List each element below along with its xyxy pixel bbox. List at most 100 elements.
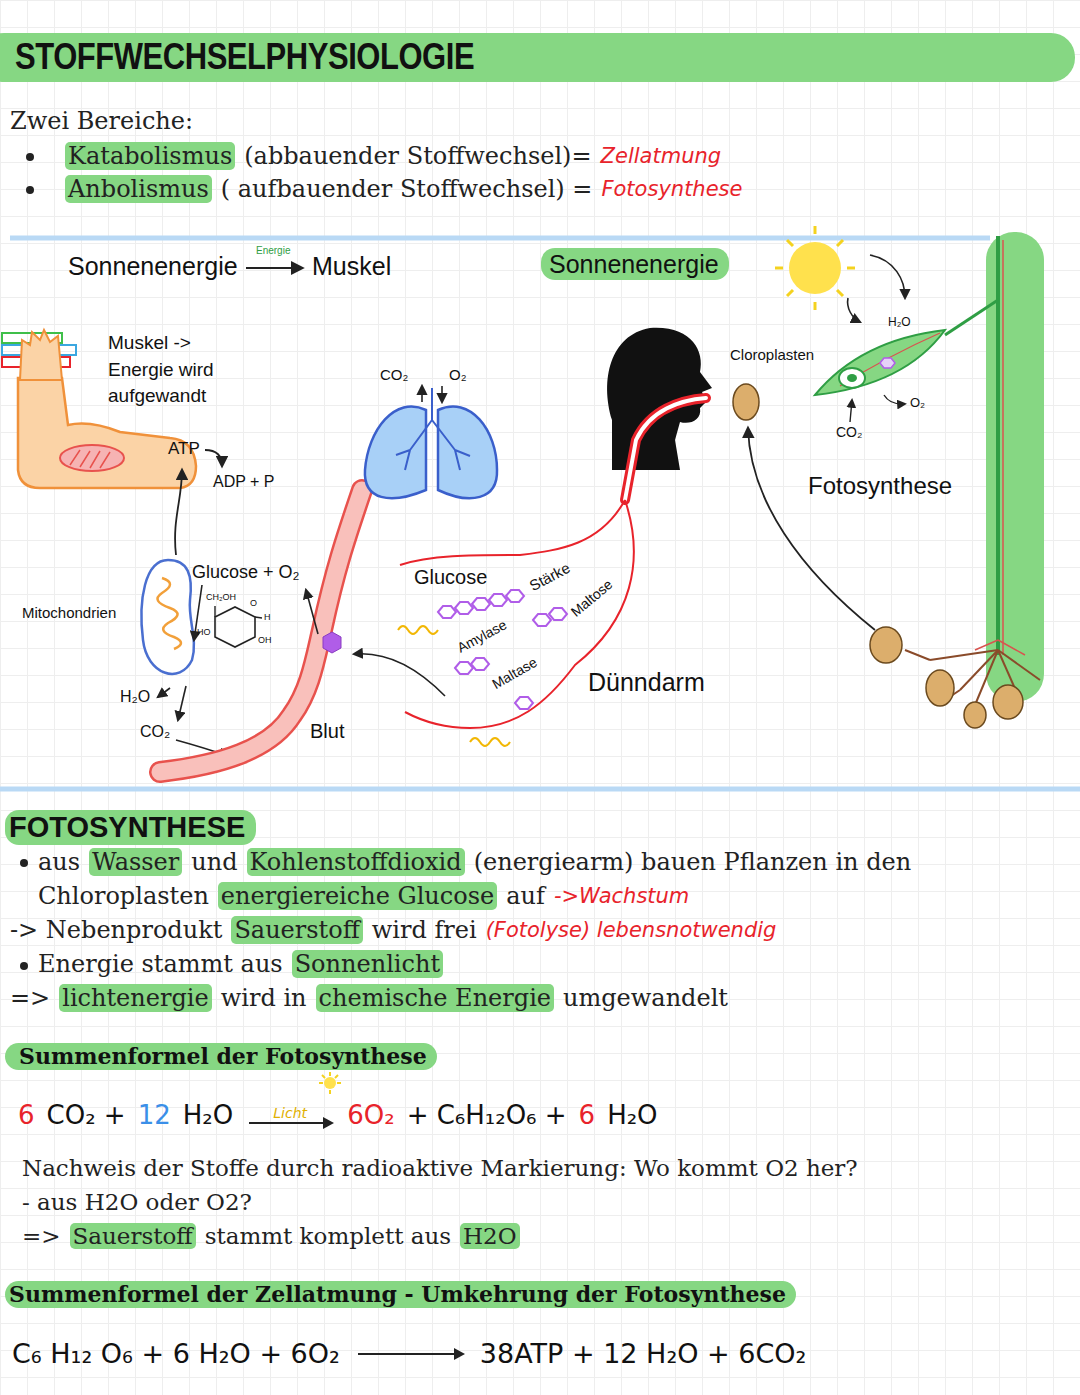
text-line: =>lichtenergiewird inchemische Energieum… xyxy=(10,984,728,1012)
drawing-path xyxy=(515,697,533,709)
drawing-path xyxy=(438,606,456,618)
drawing-g xyxy=(319,1072,341,1094)
page-title: STOFFWECHSELPHYSIOLOGIE xyxy=(15,36,474,78)
drawing-line xyxy=(1002,240,1004,655)
label-text: CO₂ xyxy=(836,424,862,440)
drawing-path xyxy=(471,658,489,670)
drawing-path xyxy=(549,608,567,620)
label-text: Mitochondrien xyxy=(22,604,116,621)
label-text: Katabolismus xyxy=(65,142,235,170)
label-text: + C₆H₁₂O₆ + xyxy=(407,1100,567,1130)
drawing-path xyxy=(158,578,182,649)
drawing-line xyxy=(775,267,783,270)
label-text: C₆ H₁₂ O₆ + 6 H₂O + 6O₂ xyxy=(12,1338,340,1369)
drawing-path xyxy=(470,738,510,746)
drawing-line xyxy=(322,1075,325,1078)
highlight-band: Summenformel der Fotosynthese xyxy=(5,1043,437,1070)
drawing-line xyxy=(246,267,302,269)
drawing-circle xyxy=(20,962,28,970)
drawing-circle xyxy=(324,1077,336,1089)
text-line: Chloroplastenenergiereiche Glucoseauf->W… xyxy=(38,882,689,910)
drawing-ellipse xyxy=(870,627,902,663)
label-text: (Fotolyse) lebensnotwendig xyxy=(486,918,777,942)
label-text: CO₂ xyxy=(140,723,170,741)
band-text: Summenformel der Fotosynthese xyxy=(19,1043,427,1069)
drawing-path xyxy=(141,560,193,674)
drawing-path xyxy=(396,388,470,470)
label-text: CO₂ xyxy=(380,366,408,383)
drawing-rect xyxy=(0,33,1075,82)
drawing-g xyxy=(438,590,567,709)
label-text: Stärke xyxy=(526,559,572,595)
drawing-path xyxy=(365,406,426,498)
label-text: Zellatmung xyxy=(601,144,721,168)
label-text: CO₂ + xyxy=(47,1100,126,1130)
drawing-path xyxy=(354,654,445,696)
label-text: Amylase xyxy=(454,616,509,655)
label-text: - aus H2O oder O2? xyxy=(22,1189,252,1215)
label-text: 38ATP + 12 H₂O + 6CO₂ xyxy=(480,1338,807,1369)
label-text: ( aufbauender Stoffwechsel) = xyxy=(221,175,593,203)
drawing-ellipse xyxy=(847,374,857,382)
band-text: Sonnenenergie xyxy=(549,249,719,279)
drawing-path xyxy=(489,594,507,606)
label-text: 6 xyxy=(579,1100,596,1130)
drawing-path xyxy=(840,333,940,386)
drawing-path xyxy=(70,450,110,468)
drawing-ellipse xyxy=(993,685,1023,719)
label-text: Nachweis der Stoffe durch radioaktive Ma… xyxy=(22,1155,858,1181)
drawing-line xyxy=(814,226,817,234)
drawing-path xyxy=(884,395,905,404)
drawing-path xyxy=(421,386,423,402)
drawing-path xyxy=(455,602,473,614)
drawing-path xyxy=(506,590,524,602)
label-text: stammt komplett aus xyxy=(205,1223,451,1249)
label-text: Sauerstoff xyxy=(70,1223,196,1249)
label-text: Glucose + O₂ xyxy=(192,562,300,583)
drawing-path xyxy=(472,598,490,610)
label-text: (abbauender Stoffwechsel)= xyxy=(244,142,591,170)
drawing-ellipse xyxy=(839,368,865,388)
drawing-path xyxy=(815,330,945,395)
label-text: H₂O xyxy=(607,1100,657,1130)
label-text: und xyxy=(191,848,237,876)
drawing-path xyxy=(158,688,170,697)
label-text: umgewandelt xyxy=(563,984,728,1012)
label-text: H₂O xyxy=(888,316,911,330)
label-text: Sonnenlicht xyxy=(292,950,443,978)
label-text: ATP xyxy=(168,439,200,459)
drawing-line xyxy=(319,1082,323,1084)
drawing-path xyxy=(880,358,895,368)
label-text: Sonnenenergie xyxy=(68,252,238,281)
drawing-path xyxy=(205,450,222,466)
drawing-path xyxy=(398,626,438,634)
label-text: O₂ xyxy=(910,396,925,411)
drawing-path xyxy=(400,500,625,565)
label-text: Sauerstoff xyxy=(231,916,362,944)
drawing-circle xyxy=(26,186,34,194)
label-text: CH₂OH xyxy=(206,592,236,602)
drawing-path xyxy=(930,650,998,660)
arrow-shaft xyxy=(249,1122,331,1124)
text-line: Anbolismus( aufbauender Stoffwechsel) =F… xyxy=(65,175,742,203)
drawing-path xyxy=(160,490,362,772)
label-text: Fotosynthese xyxy=(601,177,742,201)
label-text: OH xyxy=(258,635,272,645)
drawing-line xyxy=(329,1072,331,1076)
text-line: C₆ H₁₂ O₆ + 6 H₂O + 6O₂ 38ATP + 12 H₂O + … xyxy=(12,1338,806,1369)
label-text: Zwei Bereiche: xyxy=(10,108,193,136)
drawing-path xyxy=(625,398,706,500)
drawing-ellipse xyxy=(733,384,759,420)
label-text: Glucose xyxy=(414,566,487,589)
drawing-line xyxy=(787,240,793,246)
label-text: O₂ xyxy=(449,366,467,383)
drawing-path xyxy=(945,300,998,335)
drawing-path xyxy=(850,400,852,422)
drawing-path xyxy=(175,470,182,555)
drawing-line xyxy=(787,290,793,296)
drawing-path xyxy=(160,490,362,772)
label-text: aus xyxy=(38,848,80,876)
drawing-circle xyxy=(20,859,28,867)
